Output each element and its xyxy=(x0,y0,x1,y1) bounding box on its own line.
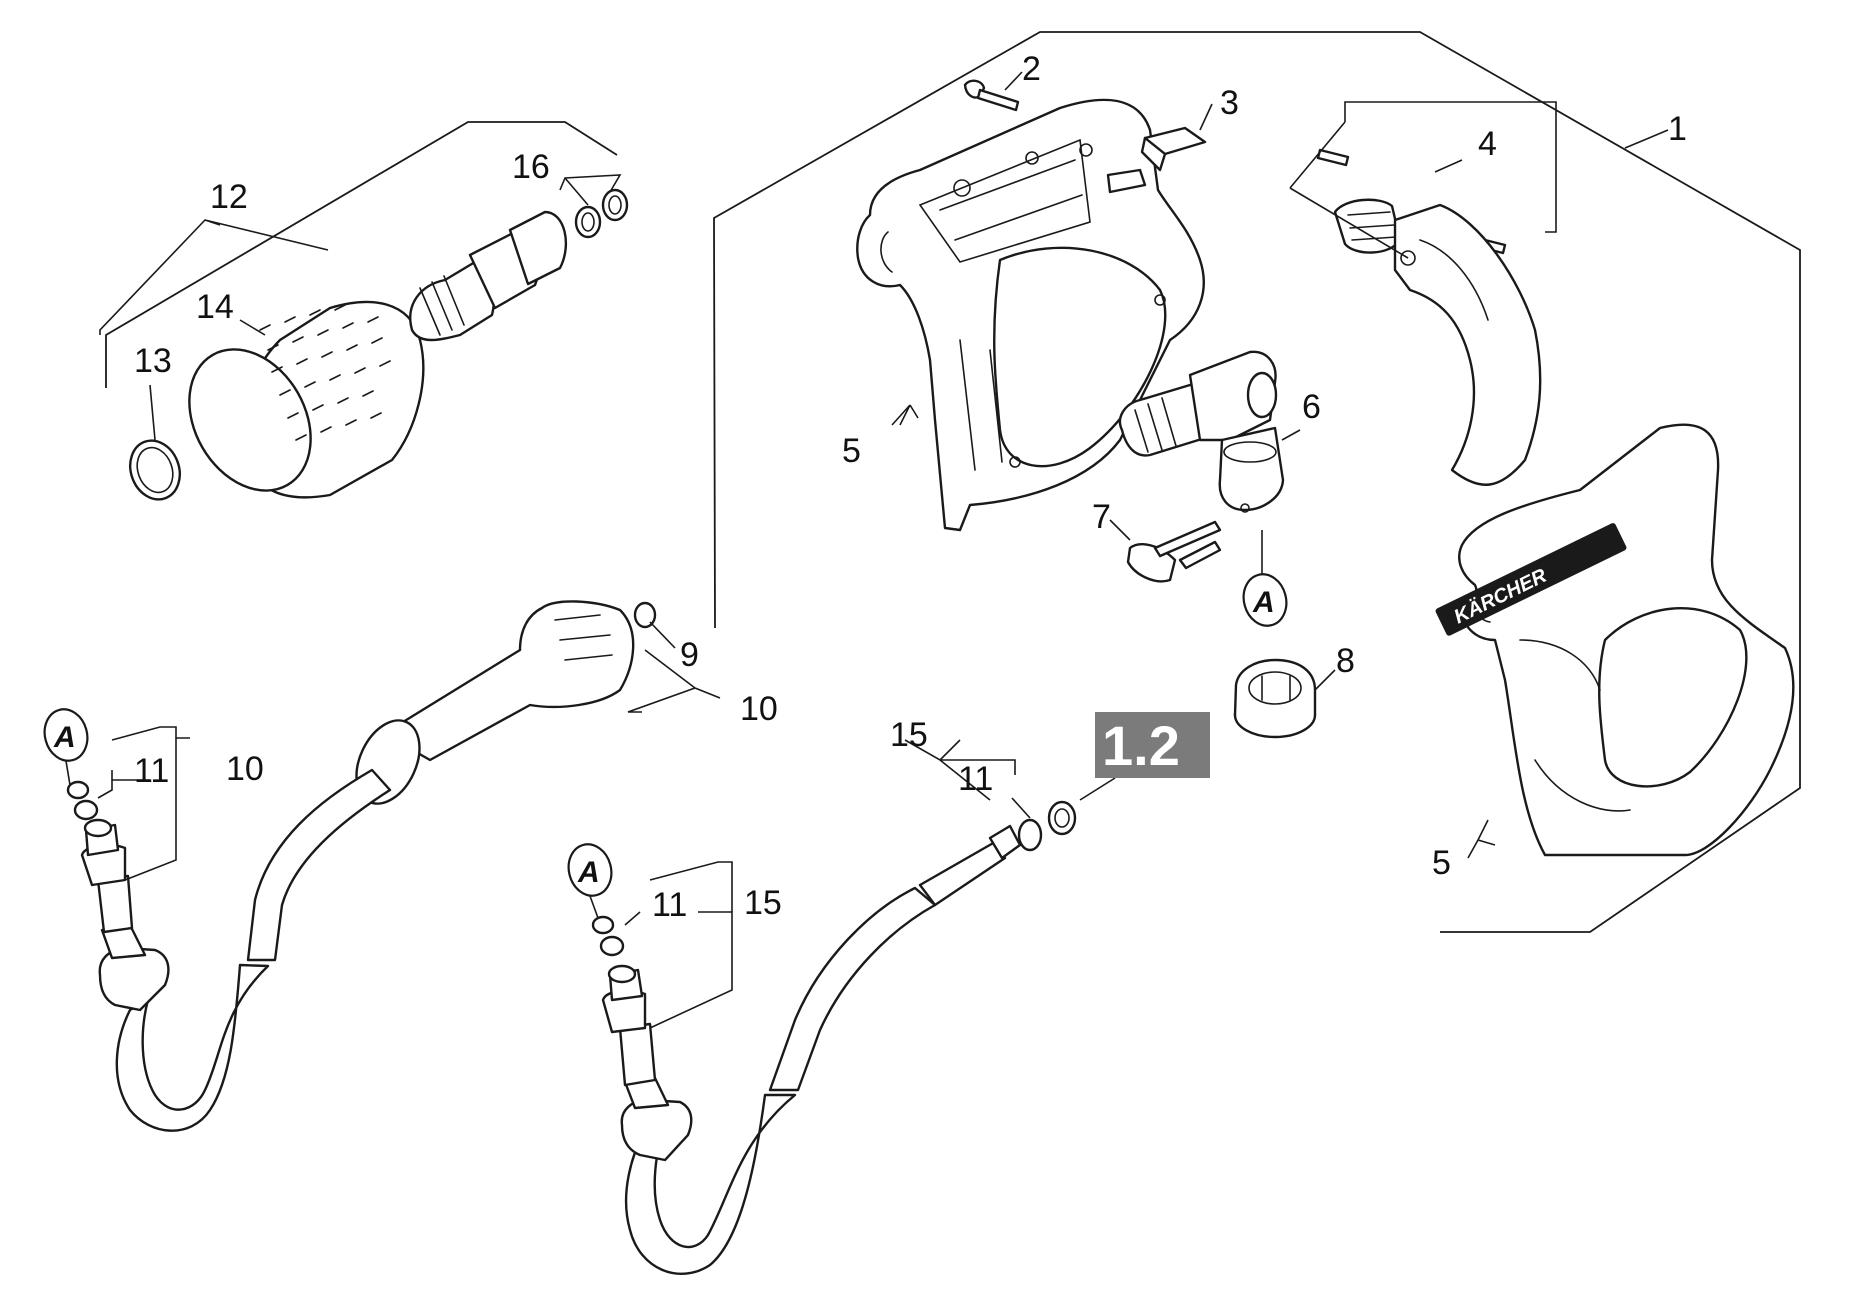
seal-part-11-middle xyxy=(591,915,615,935)
callout-10a: 10 xyxy=(740,690,778,728)
callout-10b: 10 xyxy=(226,750,264,788)
bushing-part xyxy=(1233,658,1317,739)
callout-2: 2 xyxy=(1022,50,1041,88)
callout-6: 6 xyxy=(1302,388,1321,426)
callout-7: 7 xyxy=(1092,498,1111,536)
callout-11b: 11 xyxy=(652,886,687,924)
assembly-outline-1 xyxy=(713,31,1801,933)
callout-4: 4 xyxy=(1478,125,1497,163)
seal-part-11-center xyxy=(1017,818,1043,852)
housing-left-shell xyxy=(856,98,1205,532)
ring-part xyxy=(129,439,181,501)
callout-13: 13 xyxy=(134,342,172,380)
callout-12: 12 xyxy=(210,178,248,216)
assembly-outline-12 xyxy=(105,121,618,388)
hose-assembly-middle xyxy=(601,824,1022,1275)
hose-assembly-left xyxy=(80,600,635,1132)
callout-15a: 15 xyxy=(890,716,928,754)
connection-marker-a-3: A xyxy=(567,843,613,897)
leader-lines xyxy=(97,71,1669,1029)
retaining-clip-part xyxy=(1126,520,1222,583)
callout-5a: 5 xyxy=(842,432,861,470)
connection-marker-a-2: A xyxy=(43,708,89,762)
connection-marker-a-1: A xyxy=(1242,573,1288,627)
trigger-lock-part xyxy=(1106,126,1207,194)
svg-text:A: A xyxy=(53,721,76,754)
callout-1: 1 xyxy=(1668,110,1687,148)
angle-adapter-part xyxy=(1118,350,1285,513)
callout-5b: 5 xyxy=(1432,844,1451,882)
subassembly-badge: 1.2 xyxy=(1095,712,1210,778)
callout-14: 14 xyxy=(196,288,234,326)
callout-labels: 1 2 3 4 5 5 6 7 8 9 10 10 11 11 11 12 13… xyxy=(134,50,1687,924)
svg-text:A: A xyxy=(1252,586,1275,619)
screw-part xyxy=(963,79,1020,112)
nozzle-sleeve-part xyxy=(188,300,425,499)
callout-9: 9 xyxy=(680,636,699,674)
trigger-lever-part xyxy=(1316,148,1542,486)
seal-part-9 xyxy=(633,601,657,629)
callout-8: 8 xyxy=(1336,642,1355,680)
badge-label: 1.2 xyxy=(1102,714,1180,777)
svg-text:A: A xyxy=(577,856,600,889)
housing-right-shell: KÄRCHER xyxy=(1435,423,1795,857)
callout-15b: 15 xyxy=(744,884,782,922)
callout-16: 16 xyxy=(512,148,550,186)
callout-11a: 11 xyxy=(134,752,169,790)
seal-part-11-left xyxy=(66,780,90,800)
callout-3: 3 xyxy=(1220,84,1239,122)
callout-11c: 11 xyxy=(958,760,993,798)
nozzle-body-part xyxy=(409,210,568,342)
o-ring-part xyxy=(574,205,602,239)
